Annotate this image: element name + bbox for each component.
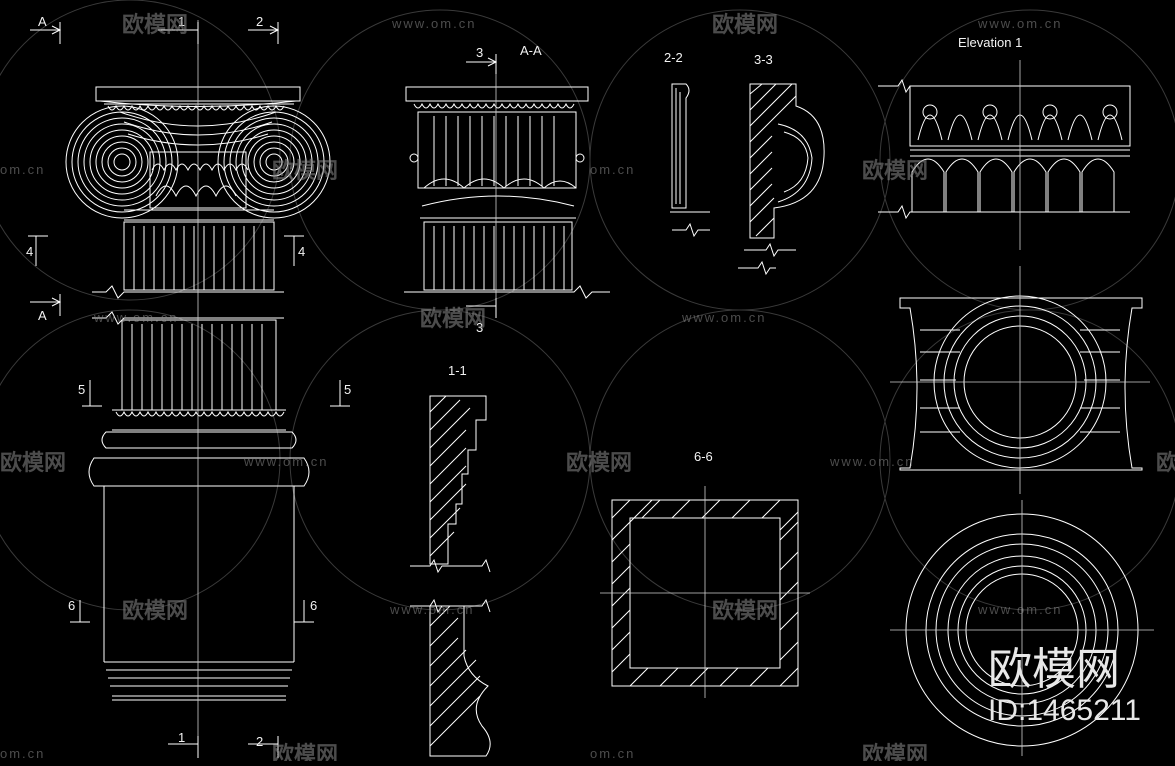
watermark-url-3: om.cn (590, 162, 635, 177)
view-title-11: 1-1 (448, 363, 467, 378)
watermark-id: ID:1465211 (988, 694, 1141, 727)
watermark-url-1: www.om.cn (391, 16, 476, 31)
section-marks-left (28, 22, 350, 758)
section-22-view (670, 83, 710, 238)
view-title-aa: A-A (520, 43, 542, 58)
watermark-brand-10: 欧模网 (712, 598, 778, 623)
watermarks: 欧模网 www.om.cn 欧模网 www.om.cn om.cn 欧模网 om… (0, 12, 1175, 766)
watermark-url-9: www.om.cn (977, 602, 1062, 617)
view-title-22: 2-2 (664, 50, 683, 65)
section-mark-a-top: A (38, 14, 47, 29)
view-title-33: 3-3 (754, 52, 773, 67)
watermark-brand-9: 欧模网 (122, 598, 188, 623)
section-aa-view (404, 54, 610, 318)
watermark-url-partial-1: om.cn (0, 162, 45, 177)
section-mark-5-right: 5 (344, 382, 351, 397)
view-title-66: 6-6 (694, 449, 713, 464)
watermark-brand-3: 欧模网 (272, 158, 338, 183)
section-mark-4-left: 4 (26, 244, 33, 259)
watermark-brand-12: 欧模网 (862, 742, 928, 761)
section-66-plan (600, 486, 810, 698)
section-mark-4-right: 4 (298, 244, 305, 259)
watermark-url-6: www.om.cn (243, 454, 328, 469)
section-mark-6-right: 6 (310, 598, 317, 613)
elevation-1-frieze (878, 60, 1131, 250)
watermark-url-10: om.cn (0, 746, 45, 761)
watermark-brand-11: 欧模网 (272, 742, 338, 761)
watermark-url-7: www.om.cn (829, 454, 914, 469)
base-plan-view (890, 500, 1154, 756)
section-11-view (410, 395, 491, 757)
right-volute (217, 105, 331, 219)
section-mark-3-bottom: 3 (476, 320, 483, 335)
section-mark-3-top: 3 (476, 45, 483, 60)
watermark-url-5: www.om.cn (681, 310, 766, 325)
watermark-brand-2: 欧模网 (712, 12, 778, 37)
watermark-brand-8: 欧模网 (1156, 450, 1175, 475)
watermark-brand-7: 欧模网 (566, 450, 632, 475)
section-mark-1-bottom: 1 (178, 730, 185, 745)
watermark-brand-5: 欧模网 (420, 306, 486, 331)
watermark-circles (0, 0, 1175, 611)
section-mark-1-top: 1 (178, 14, 185, 29)
watermark-brand-large: 欧模网 (988, 645, 1120, 694)
watermark-url-4: www.om.cn (93, 310, 178, 325)
watermark-brand-1: 欧模网 (122, 12, 188, 37)
watermark-url-8: www.om.cn (389, 602, 474, 617)
watermark-url-2: www.om.cn (977, 16, 1062, 31)
capital-plan-view (890, 266, 1150, 494)
section-mark-5-left: 5 (78, 382, 85, 397)
section-33-view (738, 83, 825, 276)
column-elevation (65, 20, 331, 740)
view-title-elevation-1: Elevation 1 (958, 35, 1022, 50)
section-mark-6-left: 6 (68, 598, 75, 613)
watermark-url-11: om.cn (590, 746, 635, 761)
section-mark-2-bottom: 2 (256, 734, 263, 749)
watermark-brand-4: 欧模网 (862, 158, 928, 183)
watermark-brand-6: 欧模网 (0, 450, 66, 475)
section-mark-2-top: 2 (256, 14, 263, 29)
left-volute (65, 105, 179, 219)
section-mark-a-bottom: A (38, 308, 47, 323)
